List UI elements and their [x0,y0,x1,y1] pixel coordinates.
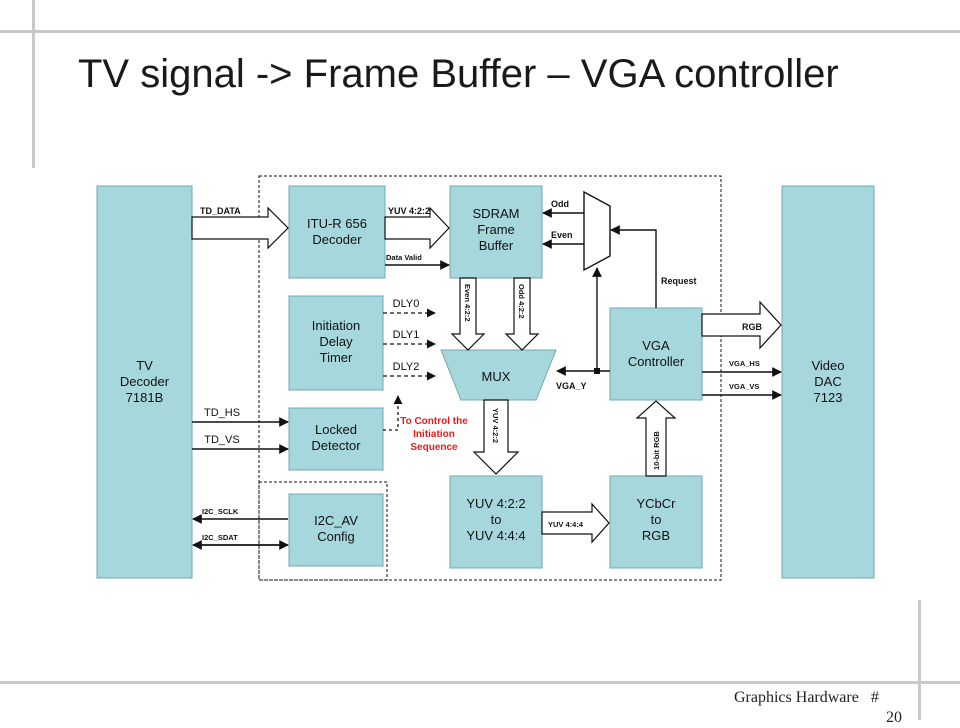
yuv422-down-arrow [472,399,520,475]
yuv422-down-label: YUV 4:2:2 [491,408,500,443]
i2c-boundary [258,481,388,581]
yuv444-label: YUV 4:4:4 [548,520,584,529]
i2c-config-block [288,493,384,567]
rgb-arrow [701,300,782,350]
even-label: Even [551,230,573,240]
vga-controller-block [609,307,703,401]
yuv422-top-label: YUV 4:2:2 [388,206,430,216]
dly1-label: DLY1 [393,329,420,341]
frame-line-right [918,600,921,720]
slide-title: TV signal -> Frame Buffer – VGA controll… [78,52,839,96]
rgb10-label: 10-bit RGB [652,431,661,470]
ycbcr-block [609,475,703,569]
vga-hs-label: VGA_HS [729,359,760,368]
i2c-sdat-label: I2C_SDAT [202,533,238,542]
itu-decoder-block [288,185,386,279]
locked-detector-block [288,407,384,471]
slide-footer: Graphics Hardware # 20 [734,688,914,728]
td-vs-label: TD_VS [204,434,239,446]
odd422-arrow [504,277,540,351]
sdram-block [449,185,543,279]
odd-even-selector [583,190,611,272]
vga-y-label: VGA_Y [556,381,587,391]
init-timer-block [288,295,384,391]
td-hs-label: TD_HS [204,407,240,419]
footer-hash: # [870,689,879,706]
yuv422-top-arrow [384,206,450,250]
frame-line-bottom [0,681,960,684]
frame-line-top [0,30,960,33]
locked-to-init-line [383,395,403,431]
even422-label: Even 4:2:2 [463,284,472,322]
dly0-label: DLY0 [393,298,420,310]
odd-label: Odd [551,199,569,209]
i2c-sclk-label: I2C_SCLK [202,507,239,516]
request-label: Request [661,276,697,286]
even422-arrow [450,277,486,351]
page-number: 20 [886,709,902,726]
footer-label: Graphics Hardware [734,689,859,706]
request-line [610,225,657,308]
tv-decoder-block [96,185,193,579]
td-data-arrow [191,206,289,250]
rgb10-arrow [635,400,677,477]
odd422-label: Odd 4:2:2 [517,284,526,319]
data-valid-label: Data Valid [386,253,422,262]
vga-vs-label: VGA_VS [729,382,759,391]
rgb-label: RGB [742,322,763,332]
video-dac-block [781,185,875,579]
yuv444-arrow [541,502,610,544]
mux-label: MUX [482,369,511,384]
frame-line-left [32,0,35,168]
mux-block [440,349,557,401]
fpga-boundary [258,175,722,581]
dly2-label: DLY2 [393,361,420,373]
td-data-label: TD_DATA [200,206,241,216]
yuv-converter-block [449,475,543,569]
